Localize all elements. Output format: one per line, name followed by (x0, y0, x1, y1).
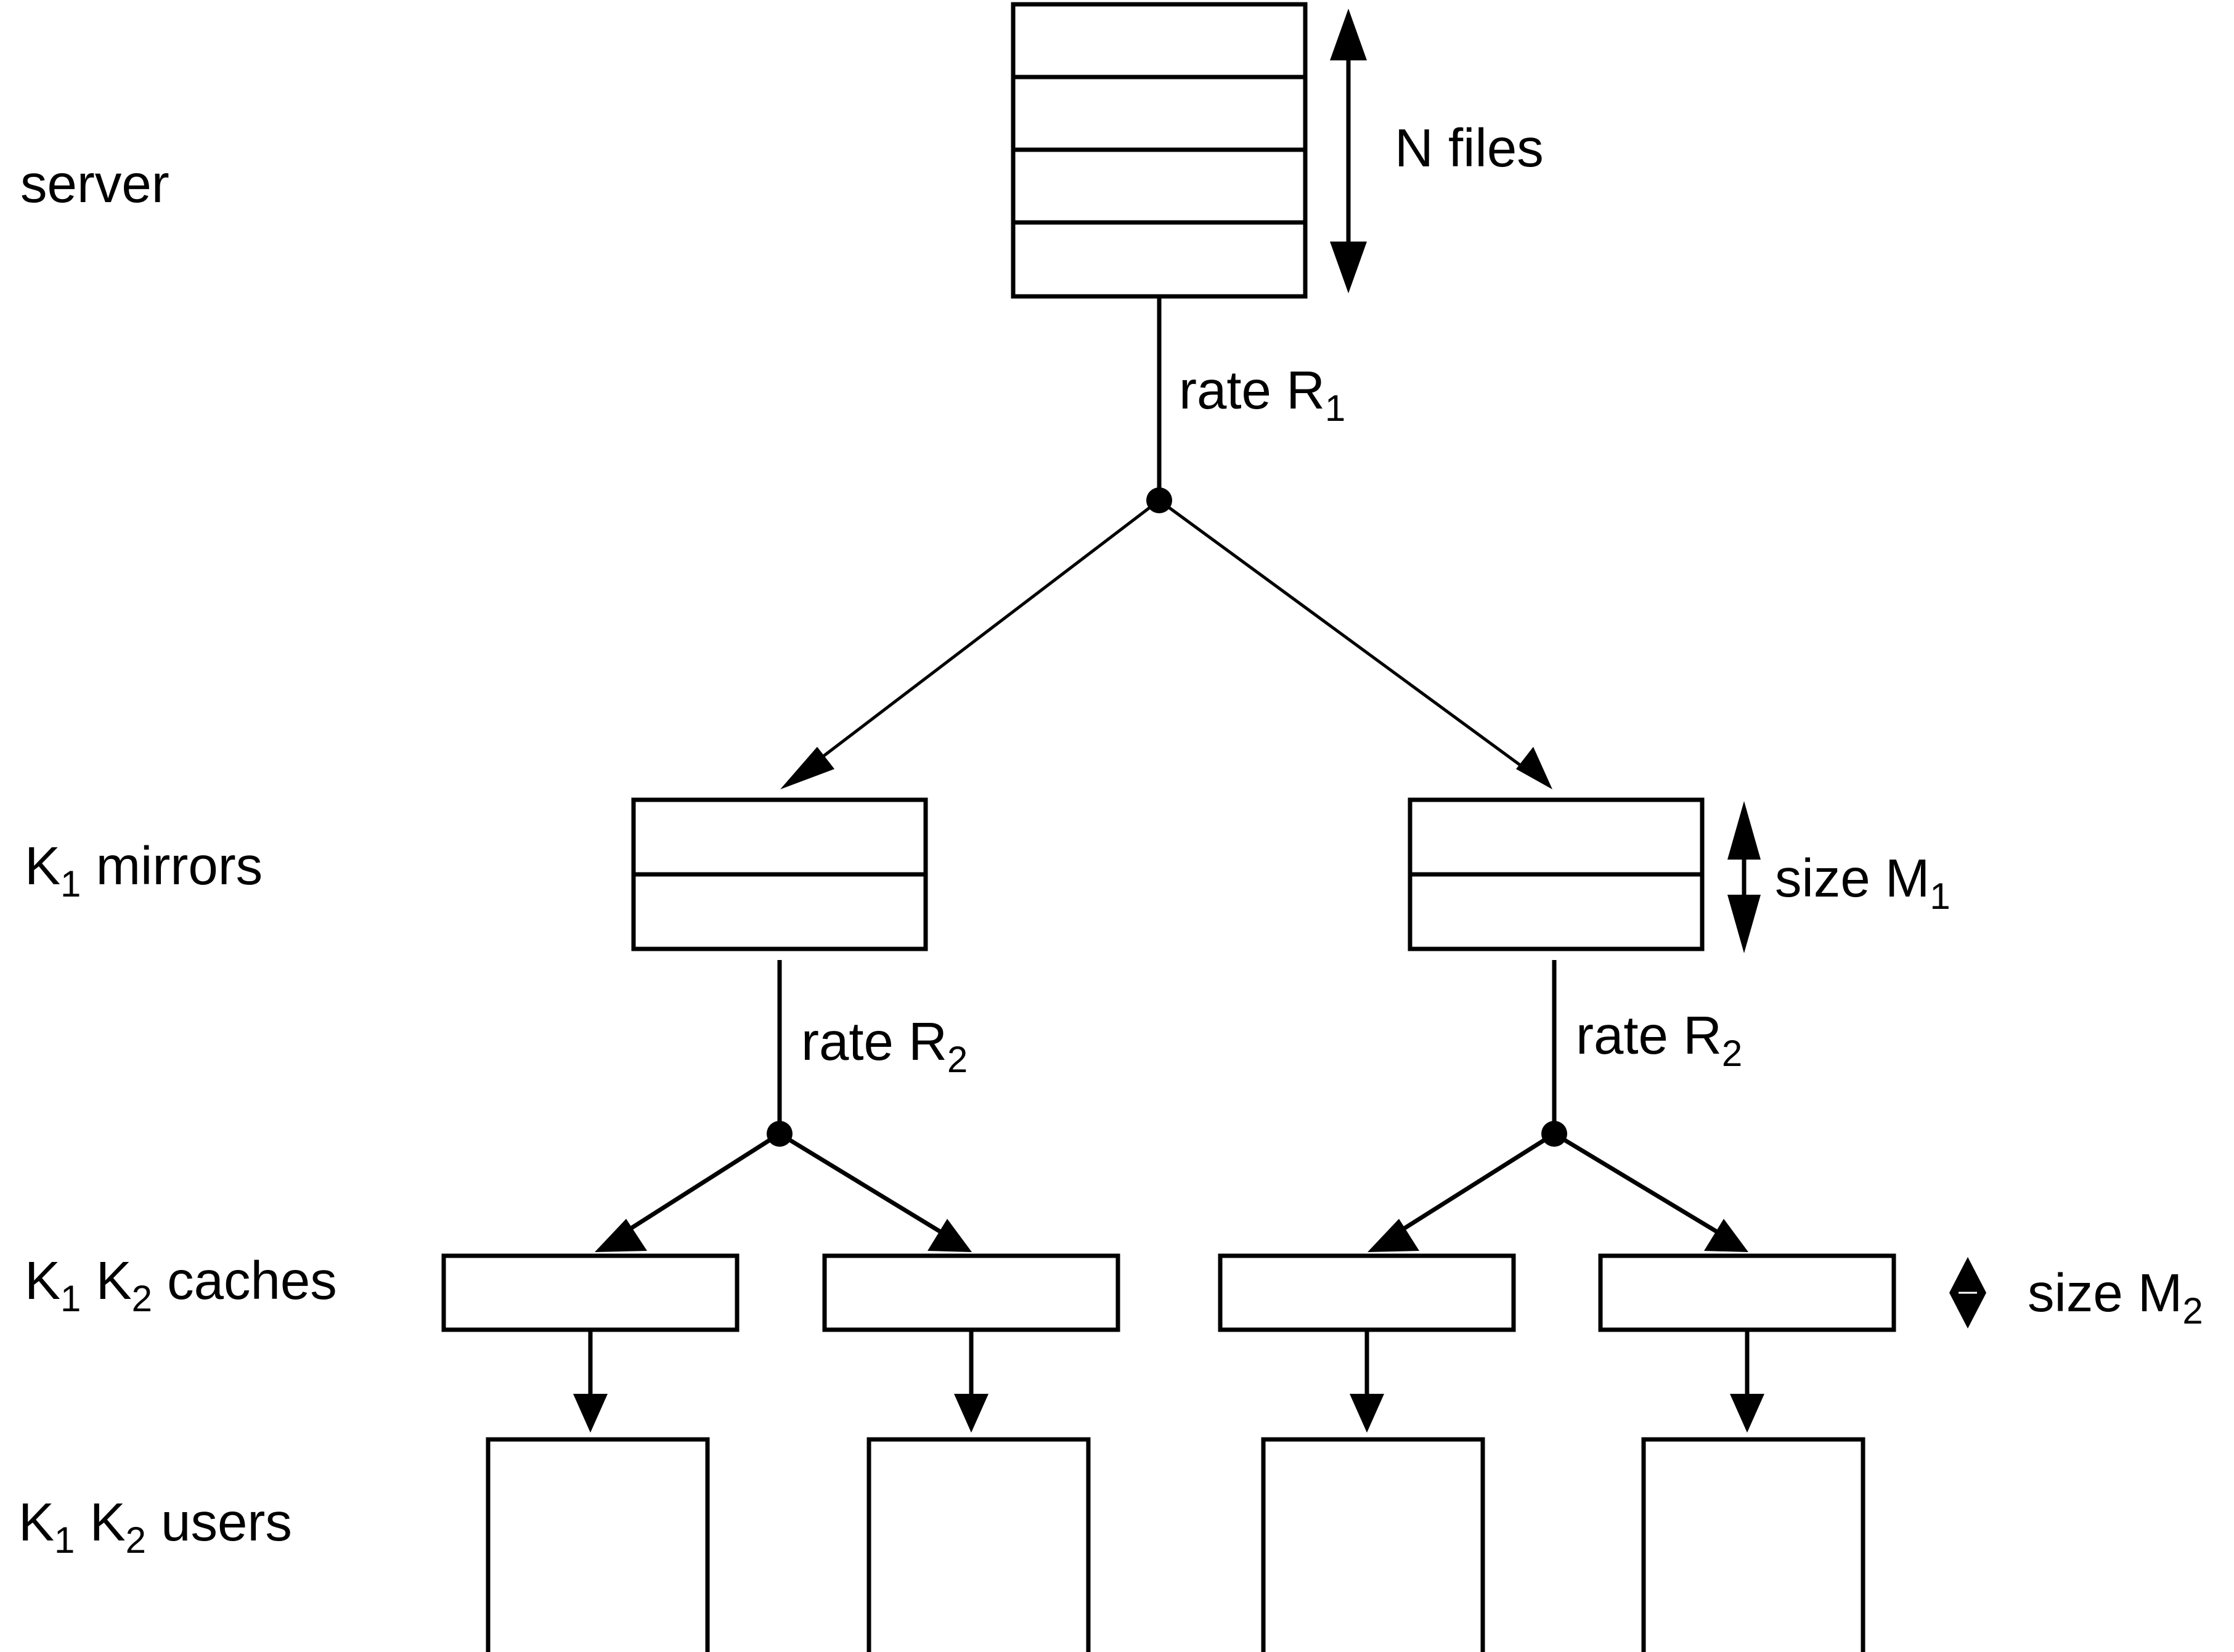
rate-r2-right-label: rate R2 (1576, 1006, 1742, 1074)
mirror-right (1408, 797, 1705, 951)
level-label-server: server (20, 154, 169, 214)
edge-mirror-left-to-cache-1 (595, 1132, 781, 1252)
level-label-caches: K1 K2 caches (25, 1251, 337, 1319)
level-label-mirrors: K1 mirrors (25, 836, 263, 905)
cache-4 (1598, 1253, 1896, 1332)
edge-cache-4-to-user-4 (1730, 1330, 1764, 1433)
level-label-users: K1 K2 users (18, 1492, 292, 1561)
size-m1-double-arrow (1727, 801, 1761, 953)
edge-mirror-left-to-cache-2 (778, 1132, 972, 1252)
rate-r1-label: rate R1 (1179, 360, 1345, 429)
user-4 (1641, 1437, 1865, 1652)
size-m1-label: size M1 (1775, 848, 1951, 917)
user-3 (1261, 1437, 1485, 1652)
edge-server-to-mirror-left (780, 499, 1160, 789)
user-1 (486, 1437, 710, 1652)
edge-server-to-mirror-right (1158, 498, 1552, 789)
mirror-left (631, 797, 928, 951)
edge-cache-3-to-user-3 (1350, 1330, 1384, 1433)
user-2 (866, 1437, 1091, 1652)
size-m2-label: size M2 (2028, 1263, 2203, 1332)
edge-mirror-right-to-cache-3 (1368, 1132, 1555, 1252)
n-files-double-arrow (1330, 9, 1367, 293)
edge-mirror-right-to-cache-4 (1553, 1132, 1748, 1252)
cache-2 (822, 1253, 1120, 1332)
rate-r2-left-label: rate R2 (801, 1012, 968, 1080)
size-m2-double-arrow (1949, 1257, 1986, 1329)
cache-3 (1218, 1253, 1516, 1332)
server-storage (1011, 2, 1308, 299)
n-files-label: N files (1395, 118, 1544, 178)
edge-cache-2-to-user-2 (954, 1330, 989, 1433)
edge-cache-1-to-user-1 (573, 1330, 608, 1433)
cache-1 (441, 1253, 740, 1332)
